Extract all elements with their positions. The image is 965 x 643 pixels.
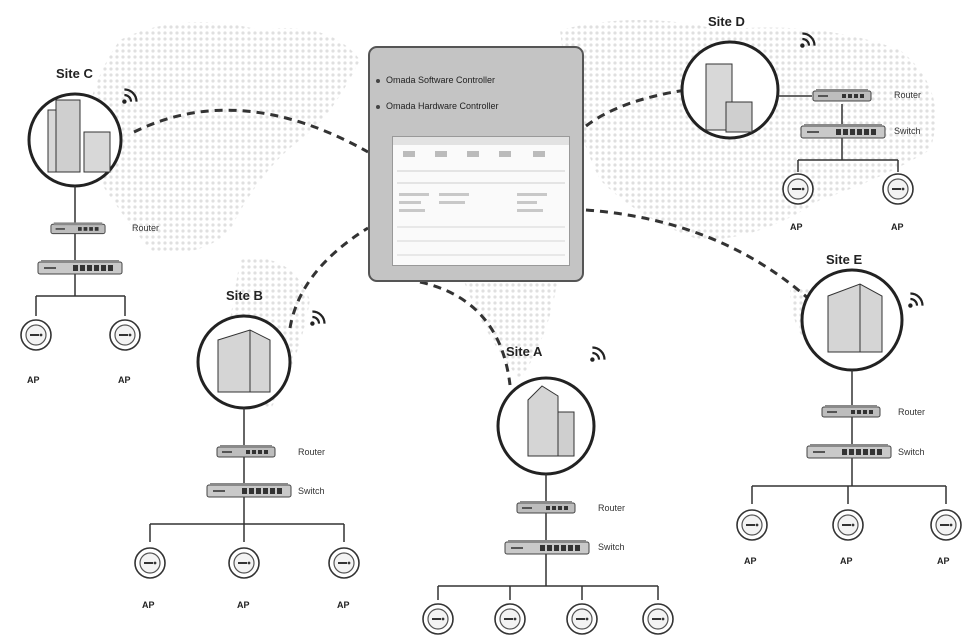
- site-c-router-icon: [50, 221, 106, 235]
- site-b-switch-icon: [206, 482, 292, 498]
- link-to-site-b: [288, 226, 369, 329]
- bullet-icon: [376, 104, 380, 109]
- link-to-site-e: [585, 208, 811, 302]
- site-c: [20, 88, 141, 351]
- site-e-switch-icon: [806, 443, 892, 459]
- site-a: [422, 346, 674, 635]
- site-a-router-label: Router: [598, 503, 626, 513]
- site-b-ap-label: AP: [142, 600, 155, 610]
- site-e-router-icon: [821, 404, 881, 418]
- controller-list: Omada Software Controller Omada Hardware…: [376, 74, 499, 126]
- site-b-ap-label: AP: [237, 600, 250, 610]
- wifi-icon: [309, 310, 326, 327]
- site-b-ap-icon: [328, 547, 360, 579]
- site-d: [680, 32, 914, 205]
- site-b-switch-label: Switch: [298, 486, 325, 496]
- site-b-router-label: Router: [298, 447, 326, 457]
- site-b-ap-icon: [134, 547, 166, 579]
- site-d-label: Site D: [708, 14, 745, 29]
- link-to-site-c: [133, 108, 369, 154]
- wifi-icon: [589, 346, 606, 363]
- site-a-ap-icon: [566, 603, 598, 635]
- omada-controller-panel: Omada Software Controller Omada Hardware…: [368, 46, 584, 282]
- site-e-ap-icon: [832, 509, 864, 541]
- site-a-switch-icon: [504, 539, 590, 555]
- site-c-ap-label: AP: [118, 375, 131, 385]
- dashboard-thumbnail: [393, 137, 569, 256]
- site-e-ap-icon: [736, 509, 768, 541]
- site-d-ap-icon: [882, 173, 914, 205]
- site-b: [134, 310, 360, 579]
- site-c-ap-icon: [109, 319, 141, 351]
- site-e-ap-label: AP: [840, 556, 853, 566]
- site-d-ap-label: AP: [891, 222, 904, 232]
- site-c-label: Site C: [56, 66, 93, 81]
- site-e-ap-label: AP: [744, 556, 757, 566]
- controller-links: [133, 88, 811, 386]
- link-to-site-a: [419, 280, 512, 386]
- site-e-ap-icon: [930, 509, 962, 541]
- site-a-ap-icon: [422, 603, 454, 635]
- site-b-ap-label: AP: [337, 600, 350, 610]
- site-a-switch-label: Switch: [598, 542, 625, 552]
- controller-item: Omada Hardware Controller: [376, 100, 499, 126]
- link-to-site-d: [585, 88, 687, 128]
- site-d-router-icon: [812, 88, 872, 102]
- wifi-icon: [907, 292, 924, 309]
- site-e-label: Site E: [826, 252, 863, 267]
- site-a-ap-icon: [494, 603, 526, 635]
- site-e-router-label: Router: [898, 407, 926, 417]
- site-d-ap-label: AP: [790, 222, 803, 232]
- site-e: [736, 268, 962, 541]
- site-c-router-label: Router: [132, 223, 160, 233]
- site-e-ap-label: AP: [937, 556, 950, 566]
- site-a-label: Site A: [506, 344, 543, 359]
- site-d-router-label: Router: [894, 90, 922, 100]
- site-a-router-icon: [516, 500, 576, 514]
- site-c-ap-icon: [20, 319, 52, 351]
- site-b-label: Site B: [226, 288, 263, 303]
- bullet-icon: [376, 78, 380, 83]
- site-d-switch-label: Switch: [894, 126, 921, 136]
- site-a-ap-icon: [642, 603, 674, 635]
- site-c-switch-icon: [37, 259, 123, 275]
- controller-dashboard-screenshot: [392, 136, 570, 266]
- site-e-switch-label: Switch: [898, 447, 925, 457]
- site-b-ap-icon: [228, 547, 260, 579]
- site-c-ap-label: AP: [27, 375, 40, 385]
- controller-item: Omada Software Controller: [376, 74, 499, 100]
- site-b-router-icon: [216, 444, 276, 458]
- site-d-ap-icon: [782, 173, 814, 205]
- site-d-switch-icon: [800, 123, 886, 139]
